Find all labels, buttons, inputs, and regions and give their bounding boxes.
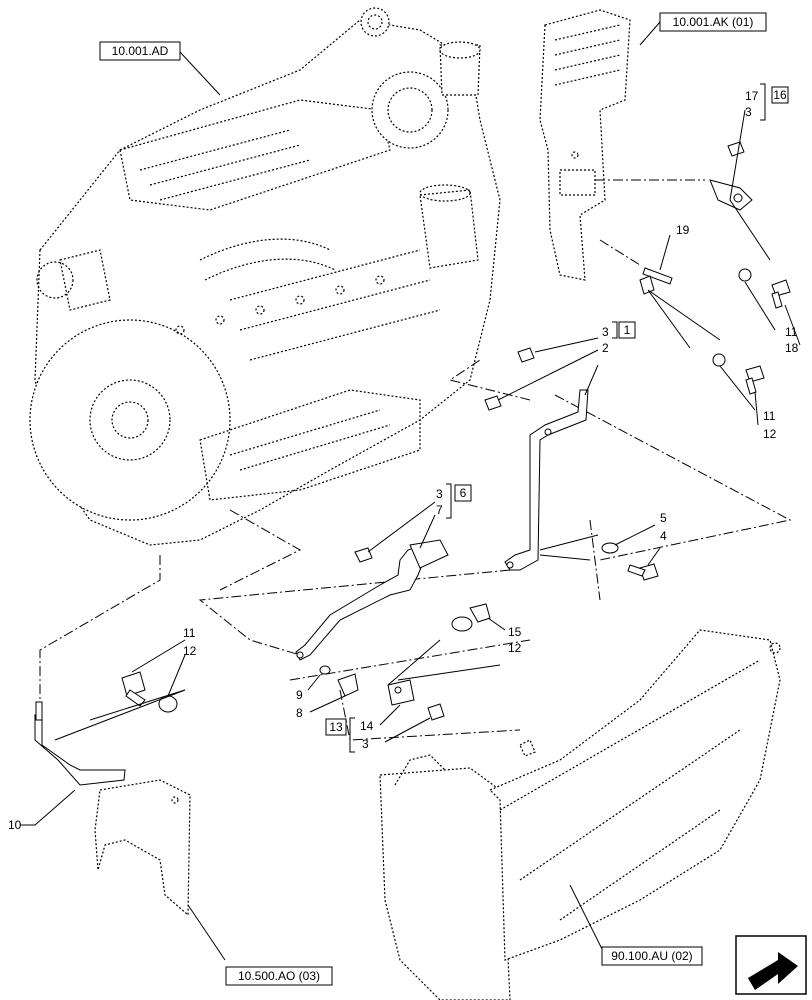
group-6: 6 [460,486,467,500]
next-page-arrow-icon[interactable] [735,935,807,995]
lower-bracket [94,779,226,961]
clip-bracket-17 [709,109,771,261]
callout-18: 18 [785,341,799,355]
callout-5: 5 [660,511,667,525]
callout-9: 9 [296,688,303,702]
svg-text:10.001.AD: 10.001.AD [112,44,169,58]
callout-14: 14 [360,719,374,733]
callout-11: 11 [763,409,776,423]
bolt-12 [712,353,765,426]
callout-3: 3 [745,105,752,119]
callout-12: 12 [183,644,197,658]
svg-text:90.100.AU (02): 90.100.AU (02) [611,949,692,963]
bracket-7 [295,501,449,661]
group-13: 13 [329,720,343,734]
callout-2: 2 [602,341,609,355]
clamp-14 [379,603,506,743]
callout-17: 17 [745,89,759,103]
callout-11: 11 [183,626,196,640]
bolt-4 [601,524,661,581]
callout-8: 8 [296,706,303,720]
ref-90.100.AU-02[interactable]: 90.100.AU (02) [601,946,703,966]
pin-19 [639,234,721,349]
callout-7: 7 [436,503,443,517]
group-1: 1 [624,323,631,337]
callout-19: 19 [676,223,690,237]
strap-10 [20,689,186,826]
bolt-18 [738,268,801,346]
callout-3: 3 [436,487,443,501]
bolt-11 [121,639,186,713]
centerlines [39,179,792,741]
callout-15: 15 [508,625,522,639]
callout-3: 3 [602,325,609,339]
top-bracket [539,9,631,281]
callout-11: 11 [785,325,798,339]
svg-text:10.001.AK (01): 10.001.AK (01) [673,15,754,29]
callout-12: 12 [508,641,522,655]
support-bracket-2 [484,337,599,571]
callout-12: 12 [763,427,777,441]
callout-labels: 17 3 16 19 11 18 3 2 1 11 12 3 7 6 5 4 1… [8,83,799,832]
duct-assembly [379,629,781,1000]
ref-10.001.AK-01[interactable]: 10.001.AK (01) [639,12,767,46]
bolt-8 [307,665,359,713]
ref-10.001.AD[interactable]: 10.001.AD [99,41,221,96]
callout-4: 4 [660,529,667,543]
callout-3: 3 [362,737,369,751]
group-16: 16 [773,88,787,102]
svg-text:10.500.AO (03): 10.500.AO (03) [238,969,320,983]
ref-10.500.AO-03[interactable]: 10.500.AO (03) [225,966,333,986]
engine-assembly [29,7,501,546]
callout-10: 10 [8,818,22,832]
